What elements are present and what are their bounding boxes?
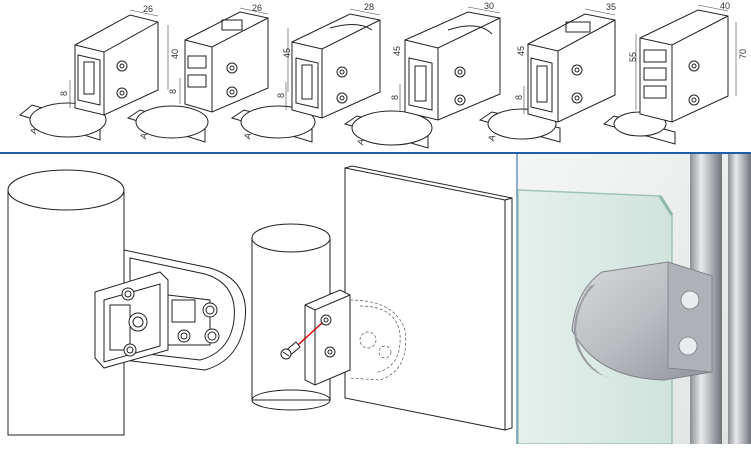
angle-label-3: A bbox=[242, 132, 253, 140]
angle-label-2: A bbox=[138, 132, 149, 140]
height-label-3: 45 bbox=[282, 48, 292, 58]
screw-icon bbox=[280, 341, 301, 360]
width-label-6: 40 bbox=[720, 1, 730, 11]
screw-arrow bbox=[297, 322, 323, 346]
width-label-1: 26 bbox=[143, 4, 153, 14]
side-label-2: 8 bbox=[168, 89, 178, 94]
clamp-drawing-5: 35 45 8 A bbox=[478, 2, 616, 143]
tube-clamp-illustration bbox=[7, 169, 247, 436]
width-label-2: 26 bbox=[252, 3, 262, 13]
installed-clamp-photo bbox=[517, 154, 751, 445]
width-label-5: 35 bbox=[606, 2, 616, 12]
height-label-5: 45 bbox=[516, 46, 526, 56]
side-label-1: 8 bbox=[59, 91, 69, 96]
angle-label-1: A bbox=[28, 127, 39, 135]
width-label-3: 28 bbox=[364, 2, 374, 12]
dimension-drawings: 26 40 8 A 26 8 A bbox=[18, 1, 748, 149]
width-label-4: 30 bbox=[484, 1, 494, 11]
height-label-4: 45 bbox=[392, 46, 402, 56]
side-label-3: 8 bbox=[276, 93, 286, 98]
side-label-5: 8 bbox=[514, 95, 524, 100]
clamp-drawing-3: 28 45 8 A bbox=[230, 2, 381, 143]
height-label-1: 40 bbox=[170, 49, 180, 59]
angle-label-4: A bbox=[355, 138, 366, 146]
glass-panel-icon bbox=[344, 167, 506, 431]
side-label-4: 8 bbox=[390, 95, 400, 100]
assembly-illustration bbox=[251, 165, 513, 431]
clamp-drawing-6: 40 55 70 bbox=[602, 1, 748, 145]
clamp-drawing-2: 26 8 A bbox=[126, 3, 269, 143]
height-label-7: 70 bbox=[738, 49, 748, 59]
angle-label-5: A bbox=[486, 134, 497, 142]
height-label-6: 55 bbox=[628, 52, 638, 62]
clamp-drawing-4: 30 45 8 A bbox=[343, 1, 501, 149]
clamp-drawing-1: 26 40 8 A bbox=[18, 4, 180, 141]
